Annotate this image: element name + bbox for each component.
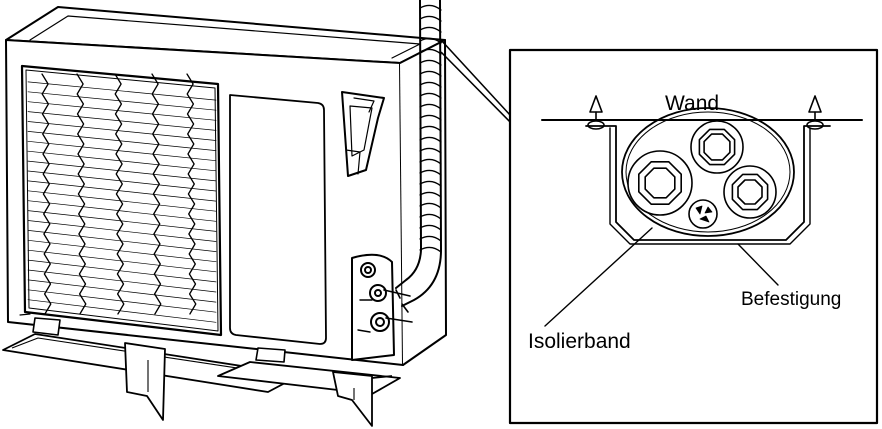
pipe-large bbox=[627, 150, 693, 216]
bracket-post-left bbox=[124, 342, 166, 421]
pipe-wrap-band bbox=[419, 191, 442, 198]
valve-cluster bbox=[351, 253, 413, 361]
grille-slat bbox=[27, 279, 217, 303]
grille-fin bbox=[41, 73, 52, 315]
pipe-wrap-band bbox=[419, 125, 442, 132]
pipe-wrap-band bbox=[419, 114, 442, 121]
pipe-wrap-band bbox=[419, 15, 442, 22]
leader-fastening bbox=[737, 243, 779, 286]
pipe-wrap-band bbox=[419, 4, 442, 11]
refrigerant-piping bbox=[395, 0, 443, 313]
pipe-wrap-band bbox=[419, 169, 442, 176]
grille-slat bbox=[27, 121, 217, 141]
pipe-wrap-band bbox=[419, 180, 442, 187]
grille-slat bbox=[27, 269, 217, 293]
pipe-wrap-band bbox=[419, 224, 442, 231]
pipe-wrap-band bbox=[419, 213, 442, 220]
grille-fin bbox=[76, 73, 87, 315]
cross-section-detail bbox=[508, 48, 879, 425]
label-wall: Wand bbox=[665, 92, 719, 115]
label-insulation-tape: Isolierband bbox=[528, 330, 631, 353]
grille-slat bbox=[27, 190, 217, 212]
grille-slat bbox=[27, 160, 217, 182]
front-grille bbox=[20, 64, 223, 337]
grille-slat bbox=[27, 249, 217, 273]
pipe-wrap-band bbox=[419, 147, 442, 154]
grille-slat bbox=[27, 111, 217, 131]
pipe-wrap-band bbox=[419, 37, 442, 44]
unit-side-face bbox=[399, 39, 447, 366]
pipe-wrap-band bbox=[419, 26, 442, 33]
pipe-wrap-band bbox=[419, 246, 442, 253]
pipe-top bbox=[690, 120, 744, 174]
pipe-wrap-band bbox=[419, 92, 442, 99]
pipe-wrap-band bbox=[419, 202, 442, 209]
grille-slat bbox=[27, 259, 217, 283]
pipe-right bbox=[723, 165, 777, 219]
bracket-post-right bbox=[332, 371, 373, 427]
pipe-wrap-band bbox=[419, 235, 442, 242]
grille-slat bbox=[27, 140, 217, 162]
grille-slat bbox=[27, 91, 217, 111]
leader-insulation bbox=[544, 227, 653, 327]
pipe-wrap-band bbox=[419, 136, 442, 143]
grille-slat bbox=[27, 101, 217, 121]
grille-slat bbox=[27, 239, 217, 263]
pipe-wrap-band bbox=[419, 158, 442, 165]
grille-slat bbox=[27, 180, 217, 202]
grille-slat bbox=[27, 299, 217, 323]
front-side-panel bbox=[229, 94, 327, 345]
grille-slat bbox=[27, 230, 217, 252]
detail-connectors bbox=[440, 39, 523, 135]
wall-bracket bbox=[2, 333, 401, 427]
pipe-wrap-band bbox=[419, 81, 442, 88]
grille-slat bbox=[27, 200, 217, 222]
grille-slat bbox=[27, 289, 217, 313]
pipe-wrap-band bbox=[419, 59, 442, 66]
wall-anchor-left bbox=[587, 95, 605, 130]
grille-slat bbox=[27, 220, 217, 242]
pipe-wrap-band bbox=[419, 48, 442, 55]
grille-fin bbox=[114, 73, 125, 315]
insulation-tape-wrap bbox=[621, 107, 795, 237]
side-handle bbox=[341, 91, 385, 177]
wall-anchor-right bbox=[806, 95, 824, 130]
pipe-wrap-band bbox=[419, 103, 442, 110]
label-fastening: Befestigung bbox=[741, 289, 841, 310]
grille-slat bbox=[27, 131, 217, 151]
grille-slat bbox=[27, 81, 217, 101]
drain-hose bbox=[688, 199, 718, 229]
grille-slat bbox=[27, 210, 217, 232]
pipe-wrap-band bbox=[419, 70, 442, 77]
grille-slat bbox=[27, 170, 217, 192]
grille-slat bbox=[27, 150, 217, 172]
outdoor-unit bbox=[5, 6, 447, 366]
fastening-clamp bbox=[585, 125, 831, 241]
grille-fin bbox=[186, 73, 197, 315]
